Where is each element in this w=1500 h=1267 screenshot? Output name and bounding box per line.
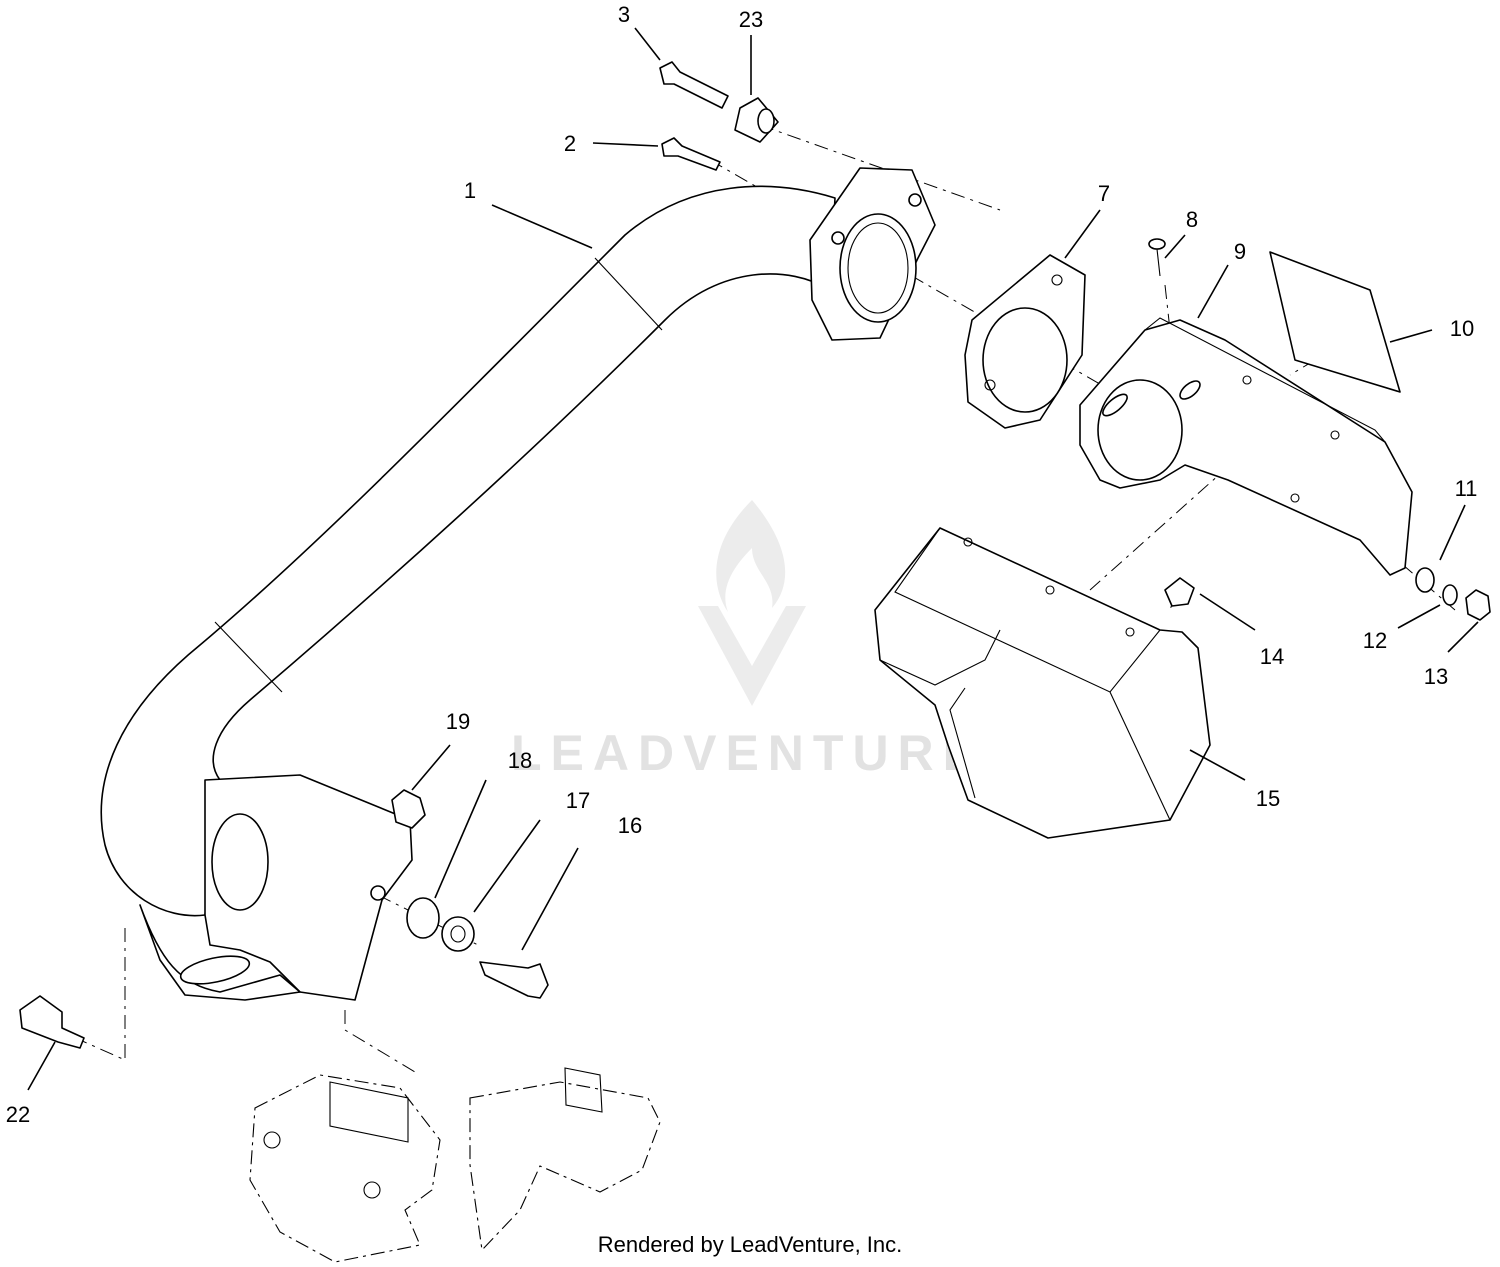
lower-fasteners [19, 789, 549, 1049]
callout-11: 11 [1455, 476, 1478, 501]
lower-bracket-right [469, 1067, 661, 1252]
callout-8: 8 [1186, 207, 1198, 232]
clip-nut [1164, 577, 1195, 607]
callout-19: 19 [446, 709, 470, 734]
callout-9: 9 [1234, 239, 1246, 264]
callout-7: 7 [1098, 181, 1110, 206]
lower-pipe-shield [139, 774, 413, 1001]
callout-23: 23 [739, 7, 763, 32]
callout-15: 15 [1256, 786, 1280, 811]
watermark-text: LEADVENTURE [511, 725, 985, 781]
callout-1: 1 [464, 178, 476, 203]
watermark: LEADVENTURE [511, 500, 985, 781]
callout-2: 2 [564, 131, 576, 156]
callouts: 1 2 3 7 8 9 10 11 12 13 14 15 16 17 18 1… [6, 2, 1478, 1127]
flame-v-logo-icon [698, 500, 806, 706]
screw [1148, 238, 1166, 277]
callout-17: 17 [566, 788, 590, 813]
callout-12: 12 [1363, 628, 1387, 653]
callout-10: 10 [1450, 316, 1474, 341]
mounting-bracket [1079, 317, 1413, 576]
callout-13: 13 [1424, 664, 1448, 689]
inlet-flange [809, 167, 936, 341]
leader-lines [27, 27, 1479, 1091]
gasket [964, 254, 1086, 429]
lower-bracket-left [249, 1074, 441, 1263]
render-credit: Rendered by LeadVenture, Inc. [597, 1232, 903, 1257]
exhaust-pipe [100, 185, 836, 917]
callout-22: 22 [6, 1102, 30, 1127]
muffler-cover [874, 527, 1211, 839]
right-fastener-stack [1415, 567, 1491, 621]
decal [1269, 251, 1401, 393]
upper-fasteners [659, 61, 779, 171]
callout-3: 3 [618, 2, 630, 27]
callout-18: 18 [508, 748, 532, 773]
callout-14: 14 [1260, 644, 1284, 669]
callout-16: 16 [618, 813, 642, 838]
